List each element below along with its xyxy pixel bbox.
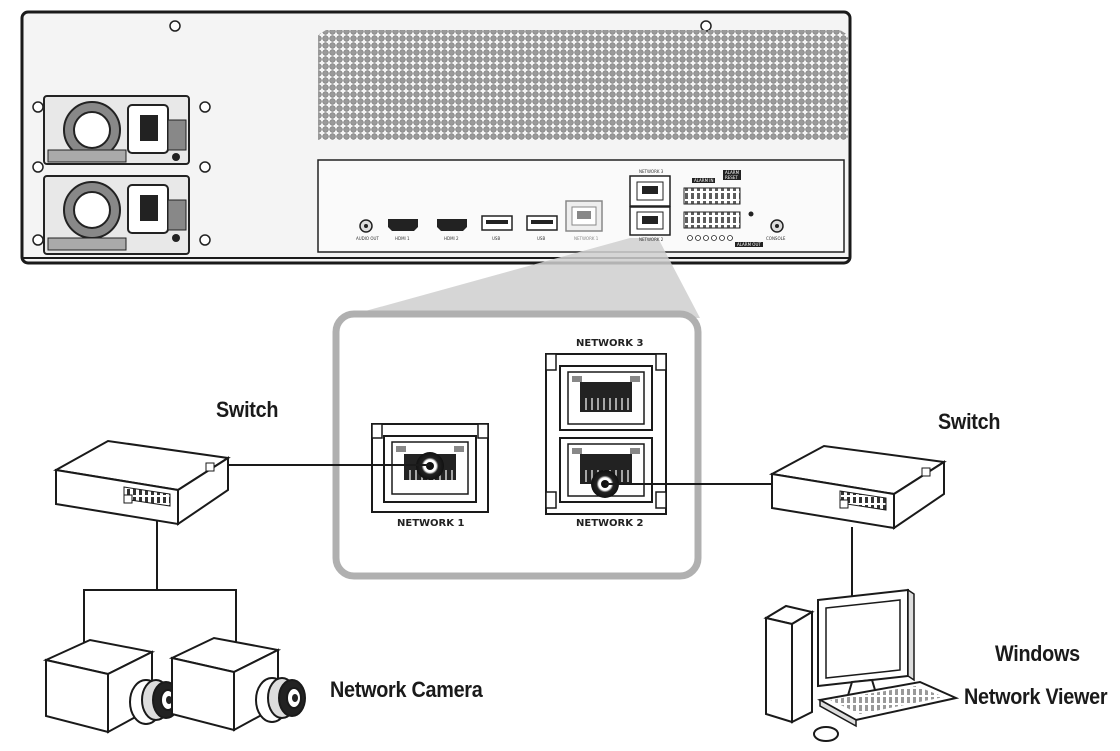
network-2-port-small: [629, 206, 671, 236]
network3-label: NETWORK 3: [576, 338, 644, 349]
usb1-label: USB: [492, 236, 501, 241]
hdmi-port-1: [388, 219, 418, 231]
hdmi2-label: HDMI 2: [444, 236, 459, 241]
power-supply-1: [43, 95, 190, 165]
network-1-port-small: [565, 200, 603, 232]
power-supply-2: [43, 175, 190, 255]
network1-label: NETWORK 1: [397, 518, 465, 529]
screw-icon: [32, 20, 712, 246]
network2-label: NETWORK 2: [576, 518, 644, 529]
network3-small-label: NETWORK 3: [639, 169, 664, 174]
alarm-in-label: ALARM IN: [692, 178, 716, 183]
network1-small-label: NETWORK 1: [574, 236, 599, 241]
left-switch-label: Switch: [216, 397, 279, 422]
right-switch-label: Switch: [938, 409, 1001, 434]
audio-out-label: AUDIO OUT: [356, 236, 379, 241]
alarm-terminal-block: [683, 187, 754, 241]
left-switch: [53, 439, 231, 526]
network-camera-1: [42, 638, 180, 734]
hdmi1-label: HDMI 1: [395, 236, 410, 241]
windows-pc: [763, 588, 960, 742]
network2-small-label: NETWORK 2: [639, 237, 664, 242]
ventilation-grille: [318, 30, 848, 140]
zoom-highlight: [340, 238, 700, 318]
network-camera-2: [168, 636, 306, 732]
alarm-reset-label: ALARM RESET: [723, 170, 741, 180]
right-switch: [768, 444, 947, 530]
network-3-port-small: [629, 175, 671, 207]
usb-port-2: [526, 215, 558, 231]
viewer-label-line1: Windows: [995, 641, 1080, 666]
usb-port-1: [481, 215, 513, 231]
network-cables: [83, 464, 853, 650]
console-label: CONSOLE: [766, 236, 786, 241]
hdmi-port-2: [437, 219, 467, 231]
network-3-2-port-block: [545, 353, 667, 515]
viewer-label-line2: Network Viewer: [964, 684, 1108, 709]
usb2-label: USB: [537, 236, 546, 241]
alarm-out-label: ALARM OUT: [735, 242, 763, 247]
network-1-port-large: [371, 423, 489, 513]
network-camera-label: Network Camera: [330, 677, 483, 702]
audio-out-port: [359, 219, 373, 233]
recorder-rear-panel: [20, 10, 852, 265]
console-port: [770, 219, 784, 233]
